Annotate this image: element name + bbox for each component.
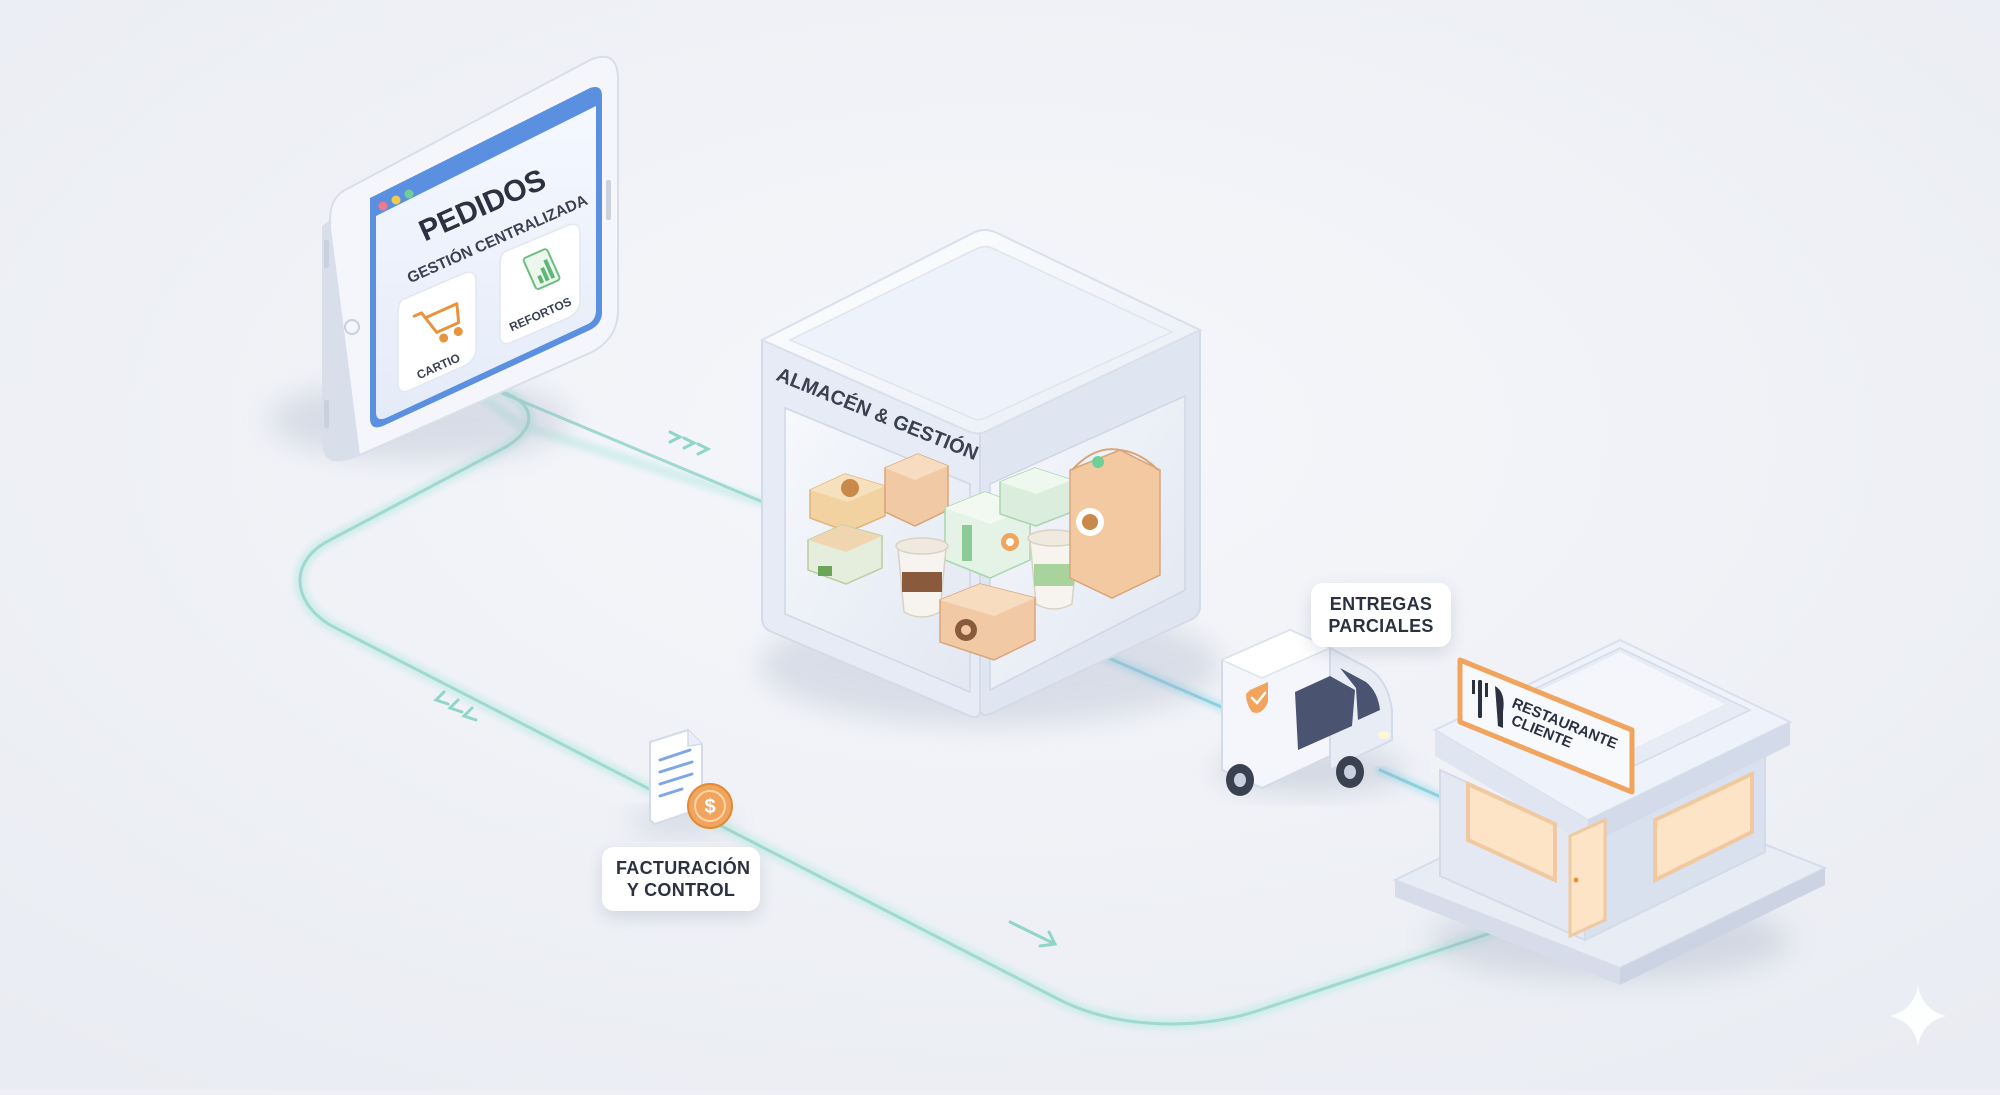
coin-icon: $	[687, 783, 733, 829]
direction-chevrons-top	[668, 430, 712, 456]
delivery-van-icon	[1215, 628, 1405, 796]
delivery-label-line1: ENTREGAS	[1329, 594, 1433, 614]
billing-label-line1: FACTURACIÓN	[616, 858, 751, 878]
fork-knife-icon	[1472, 680, 1504, 728]
window-dot-red	[378, 201, 388, 211]
tablet-device: PEDIDOS GESTIÓN CENTRALIZADA CARTIO REFO…	[270, 55, 619, 462]
cart-card[interactable]: CARTIO	[397, 271, 477, 393]
coffee-cup-icon	[895, 537, 949, 618]
window-dot-yellow	[391, 195, 401, 205]
document-chart-icon	[522, 248, 561, 290]
small-green-box-icon	[999, 467, 1073, 527]
billing-label-line2: Y CONTROL	[626, 880, 736, 900]
warehouse-cube: ALMACÉN & GESTIÓN	[759, 229, 1220, 725]
restaurant-sign: RESTAURANTE CLIENTE	[1457, 657, 1635, 795]
direction-chevrons-left	[433, 690, 478, 722]
svg-text:$: $	[704, 796, 715, 818]
cardboard-box-icon	[884, 453, 949, 527]
delivery-label-line2: PARCIALES	[1328, 616, 1434, 636]
coffee-cup-green-icon	[1027, 529, 1081, 610]
cart-icon	[412, 302, 463, 343]
delivery-label: ENTREGAS PARCIALES	[1311, 583, 1451, 647]
billing-label: FACTURACIÓN Y CONTROL	[602, 847, 760, 911]
burger-box-icon	[807, 473, 886, 585]
window-dot-green	[404, 189, 414, 199]
reports-card[interactable]: REFORTOS	[499, 223, 581, 345]
kraft-box-icon	[939, 583, 1036, 661]
sparkle-icon	[1890, 985, 1946, 1046]
restaurant-building: RESTAURANTE CLIENTE	[1392, 638, 1828, 985]
paper-bag-icon	[1069, 448, 1161, 599]
direction-chevron-bottom	[1008, 920, 1058, 948]
